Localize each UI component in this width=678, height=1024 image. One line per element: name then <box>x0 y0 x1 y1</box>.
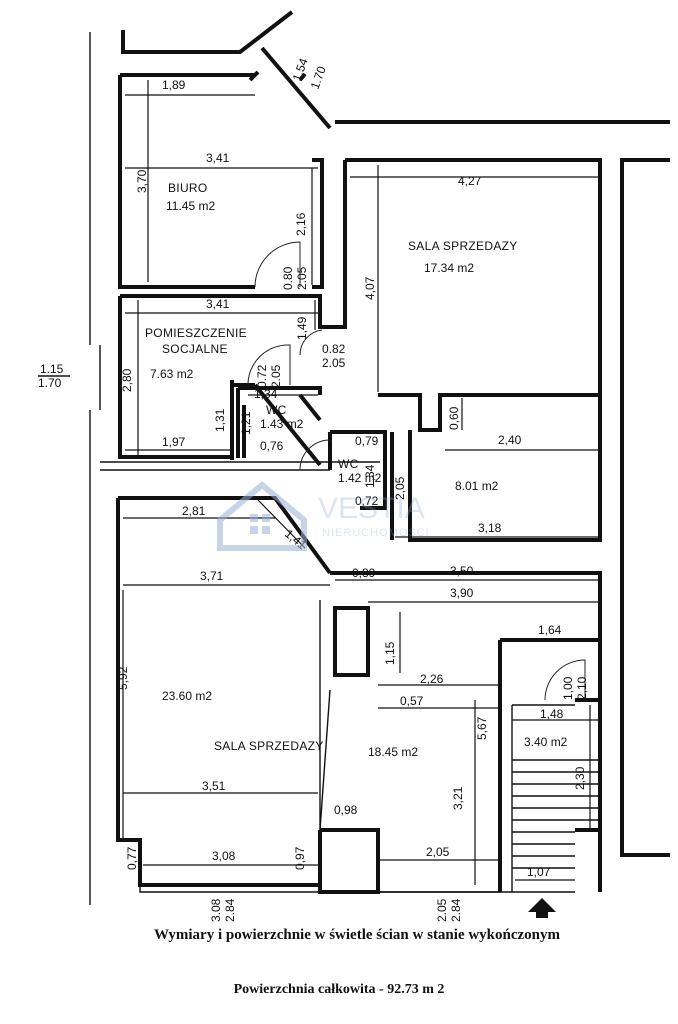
dim-label: 0,60 <box>447 406 461 430</box>
room-name-socjalne-2: SOCJALNE <box>162 342 228 356</box>
watermark-sub: NIERUCHOMOŚCI <box>322 526 430 539</box>
dim-label: 1,15 <box>383 641 397 665</box>
dim-label: 0,98 <box>334 803 358 817</box>
room-labels: BIURO 11.45 m2 POMIESZCZENIE SOCJALNE 7.… <box>145 181 568 759</box>
dim-label: 1.15 <box>40 362 64 376</box>
room-area-stair: 3.40 m2 <box>524 735 568 749</box>
dim-label: 3,21 <box>451 786 465 810</box>
dim-label: 3,41 <box>206 151 230 165</box>
caption-total-area: Powierzchnia całkowita - 92.73 m 2 <box>233 982 445 997</box>
dim-label: 2.05 <box>322 356 346 370</box>
room-area-corridor: 8.01 m2 <box>455 479 499 493</box>
room-name-sala2: SALA SPRZEDAZY <box>214 739 324 753</box>
caption-dimensions-note: Wymiary i powierzchnie w świetle ścian w… <box>153 927 561 943</box>
walls <box>89 10 670 905</box>
dim-label: 2,16 <box>294 212 308 236</box>
dim-label: 0,76 <box>260 439 284 453</box>
dim-label: 2,30 <box>573 766 587 790</box>
dim-label: 1.70 <box>38 376 62 390</box>
dim-label: 3,18 <box>478 521 502 535</box>
dim-label: 0,89 <box>352 566 376 580</box>
dim-label: 1,21 <box>239 411 253 435</box>
dim-label: 2.84 <box>449 898 463 922</box>
room-area-wc1: 1.43 m2 <box>260 417 304 431</box>
dim-label: 2,05 <box>393 476 407 500</box>
room-area-sala2-right: 18.45 m2 <box>368 745 418 759</box>
dim-label: 1.70 <box>308 64 329 91</box>
dim-label: 2.84 <box>223 898 237 922</box>
room-area-wc2: 1.42 m2 <box>338 471 382 485</box>
dim-label: 0,97 <box>293 846 307 870</box>
dim-label: 1,89 <box>162 78 186 92</box>
watermark: VESTIA NIERUCHOMOŚCI <box>217 481 430 551</box>
dim-label: 3,71 <box>200 569 224 583</box>
dim-label: 1,34 <box>363 464 377 488</box>
dim-label: 1.54 <box>290 56 311 83</box>
dim-label: 2,80 <box>120 368 134 392</box>
dim-label: 3,70 <box>135 169 149 193</box>
doors <box>247 241 586 701</box>
dim-label: 1,34 <box>254 387 278 401</box>
dim-label: 1,07 <box>527 865 551 879</box>
dim-label: 5,92 <box>116 666 130 690</box>
dim-label: 2.05 <box>269 364 283 388</box>
room-area-sala2-left: 23.60 m2 <box>162 689 212 703</box>
dim-label: 1,97 <box>162 435 186 449</box>
room-area-biuro: 11.45 m2 <box>166 199 215 213</box>
dim-label: 4,27 <box>458 174 482 188</box>
dim-label: 3,50 <box>450 564 474 578</box>
dim-label: 0,57 <box>400 694 424 708</box>
room-name-wc1: WC <box>266 403 287 417</box>
entrance-arrow-icon <box>528 898 556 918</box>
dim-label: 1,48 <box>540 707 564 721</box>
watermark-brand: VESTIA <box>318 492 425 525</box>
dim-label: 0.72 <box>255 364 269 388</box>
room-area-sala1: 17.34 m2 <box>424 261 474 275</box>
dim-label: 1,49 <box>295 316 309 340</box>
room-name-sala1: SALA SPRZEDAZY <box>408 239 518 253</box>
dim-label: 5,67 <box>475 716 489 740</box>
dim-label: 1,00 <box>561 676 575 700</box>
dim-label: 3,08 <box>212 849 236 863</box>
room-area-socjalne: 7.63 m2 <box>150 367 194 381</box>
dim-label: 3,41 <box>206 297 230 311</box>
room-name-biuro: BIURO <box>168 181 208 195</box>
dim-label: 0,79 <box>355 434 379 448</box>
dim-label: 0,72 <box>355 494 379 508</box>
room-name-wc2: WC <box>338 457 359 471</box>
house-logo-icon <box>217 481 307 551</box>
dim-label: 0,77 <box>125 846 139 870</box>
dim-label: 2.05 <box>435 898 449 922</box>
dimension-labels: 1,89 1.54 1.70 3,70 3,41 2,16 0.80 2.05 … <box>38 56 589 922</box>
dim-label: 3,90 <box>450 586 474 600</box>
dim-label: 4,07 <box>363 276 377 300</box>
dim-label: 2,81 <box>182 504 206 518</box>
room-name-socjalne-1: POMIESZCZENIE <box>145 326 247 340</box>
dim-label: 3.08 <box>209 898 223 922</box>
dim-label: 2,05 <box>426 845 450 859</box>
dimension-lines <box>122 80 598 885</box>
dim-label: 2.05 <box>295 266 309 290</box>
dim-label: 2,40 <box>498 433 522 447</box>
dim-label: 3,51 <box>202 779 226 793</box>
dim-label: 2,26 <box>420 672 444 686</box>
dim-label: 2,10 <box>575 676 589 700</box>
dim-label: 1,31 <box>213 408 227 432</box>
dim-label: 0.82 <box>322 342 346 356</box>
dim-label: 0.80 <box>281 266 295 290</box>
dim-label: 1,64 <box>538 623 562 637</box>
